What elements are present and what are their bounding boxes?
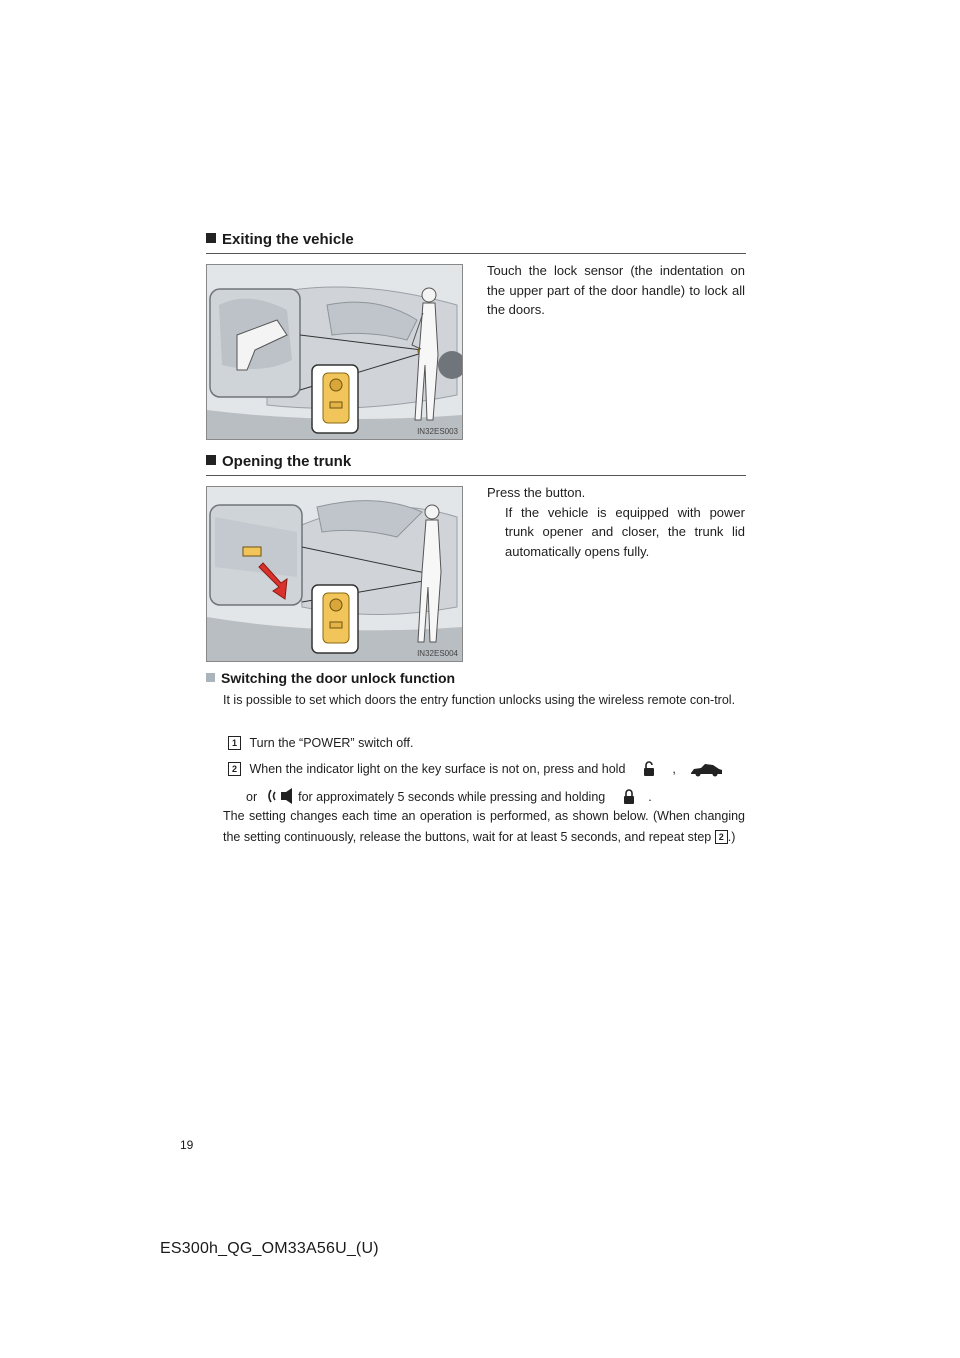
step-number: 1 bbox=[228, 736, 241, 750]
outro-text: The setting changes each time an operati… bbox=[223, 809, 745, 844]
step-2-text-a: When the indicator light on the key surf… bbox=[249, 762, 626, 776]
trunk-instruction: Press the button. bbox=[487, 485, 586, 500]
step-2: 2 When the indicator light on the key su… bbox=[228, 760, 748, 811]
step-number: 2 bbox=[228, 762, 241, 776]
lock-button-icon bbox=[623, 789, 635, 811]
figure-code: IN32ES004 bbox=[417, 649, 458, 658]
page-number: 19 bbox=[180, 1138, 194, 1152]
trunk-description: Press the button. If the vehicle is equi… bbox=[487, 483, 745, 561]
switching-outro: The setting changes each time an operati… bbox=[223, 809, 745, 844]
step-reference: 2 bbox=[714, 830, 728, 844]
opening-trunk-illustration bbox=[207, 487, 462, 661]
step-1: 1 Turn the “POWER” switch off. bbox=[228, 734, 748, 753]
square-bullet-icon bbox=[206, 233, 216, 243]
square-bullet-icon bbox=[206, 455, 216, 465]
step-2-text-c: for approximately 5 seconds while pressi… bbox=[298, 790, 606, 804]
illustration-exiting-vehicle: IN32ES003 bbox=[206, 264, 463, 440]
switching-intro: It is possible to set which doors the en… bbox=[223, 693, 736, 707]
panic-button-icon bbox=[265, 787, 295, 811]
illustration-opening-trunk: IN32ES004 bbox=[206, 486, 463, 662]
unlock-button-icon bbox=[643, 761, 655, 783]
subsection-heading-switching: Switching the door unlock function bbox=[206, 670, 455, 686]
step-2-text-b: or bbox=[246, 790, 258, 804]
document-code: ES300h_QG_OM33A56U_(U) bbox=[160, 1240, 379, 1257]
section-heading-exiting: Exiting the vehicle bbox=[206, 231, 746, 254]
exiting-vehicle-illustration bbox=[207, 265, 462, 439]
step-1-text: Turn the “POWER” switch off. bbox=[249, 736, 414, 750]
exiting-description: Touch the lock sensor (the indentation o… bbox=[487, 263, 745, 317]
figure-code: IN32ES003 bbox=[417, 427, 458, 436]
section-heading-trunk: Opening the trunk bbox=[206, 453, 746, 476]
trunk-button-icon bbox=[689, 763, 723, 783]
trunk-note: If the vehicle is equipped with power tr… bbox=[505, 504, 745, 559]
square-bullet-icon bbox=[206, 673, 215, 682]
